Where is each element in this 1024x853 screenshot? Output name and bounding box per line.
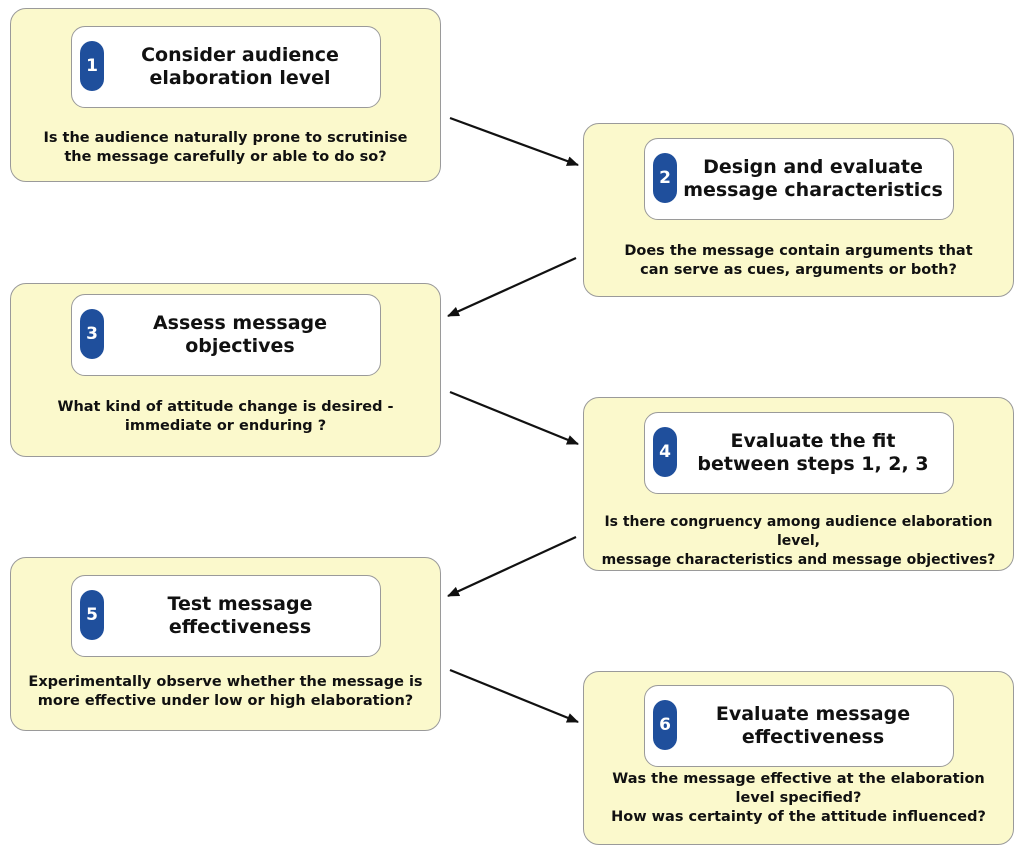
step-question: Does the message contain arguments that … (624, 243, 973, 278)
step-question: Is there congruency among audience elabo… (601, 514, 996, 568)
arrow-4-to-5 (447, 536, 577, 597)
step-6-title-box: 6 Evaluate message effectiveness (644, 685, 954, 767)
step-4-title-box: 4 Evaluate the fit between steps 1, 2, 3 (644, 412, 954, 494)
step-number-badge: 1 (80, 41, 104, 91)
step-3-title-box: 3 Assess message objectives (71, 294, 381, 376)
step-title: Evaluate the fit between steps 1, 2, 3 (697, 430, 929, 475)
arrow-1-to-2 (449, 116, 579, 167)
arrow-2-to-3 (447, 256, 577, 318)
step-title: Design and evaluate message characterist… (683, 156, 943, 201)
arrow-3-to-4 (449, 390, 579, 446)
step-number-badge: 2 (653, 153, 677, 203)
step-1-title-box: 1 Consider audience elaboration level (71, 26, 381, 108)
step-title: Test message effectiveness (167, 593, 313, 638)
step-2-title-box: 2 Design and evaluate message characteri… (644, 138, 954, 220)
step-6: 6 Evaluate message effectiveness Was the… (583, 671, 1014, 845)
step-3: 3 Assess message objectives What kind of… (10, 283, 441, 457)
step-5-title-box: 5 Test message effectiveness (71, 575, 381, 657)
step-5: 5 Test message effectiveness Experimenta… (10, 557, 441, 731)
step-title: Evaluate message effectiveness (715, 703, 911, 748)
step-title: Assess message objectives (152, 312, 328, 357)
step-question: Was the message effective at the elabora… (611, 771, 986, 825)
step-question: Experimentally observe whether the messa… (28, 674, 423, 709)
step-number-badge: 6 (653, 700, 677, 750)
step-title: Consider audience elaboration level (141, 44, 339, 89)
step-1: 1 Consider audience elaboration level Is… (10, 8, 441, 182)
step-question: What kind of attitude change is desired … (57, 399, 394, 434)
step-number-badge: 3 (80, 309, 104, 359)
step-2: 2 Design and evaluate message characteri… (583, 123, 1014, 297)
step-question: Is the audience naturally prone to scrut… (43, 130, 408, 165)
step-4: 4 Evaluate the fit between steps 1, 2, 3… (583, 397, 1014, 571)
step-number-badge: 5 (80, 590, 104, 640)
arrow-5-to-6 (449, 668, 579, 724)
step-number-badge: 4 (653, 427, 677, 477)
